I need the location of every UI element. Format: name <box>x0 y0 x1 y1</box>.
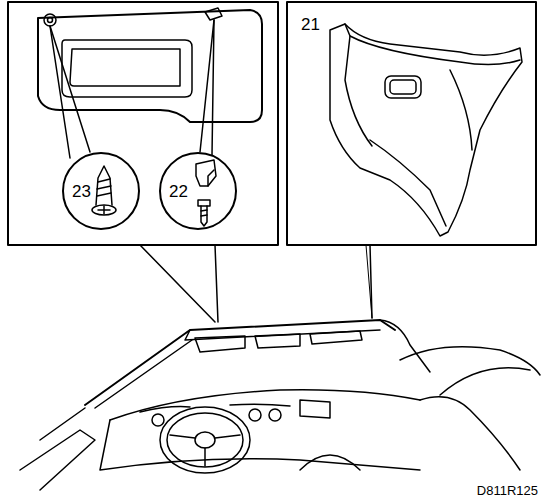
visor-clip <box>205 8 222 20</box>
callout-circle: 23 <box>62 152 140 230</box>
sun-visor <box>38 10 262 122</box>
clip-and-screw <box>196 160 216 226</box>
detail-panel: 21 <box>287 2 536 245</box>
visor-bracket <box>330 24 522 236</box>
callout-number: 21 <box>301 16 320 33</box>
visor-pivot <box>44 14 56 26</box>
callout-circle: 22 <box>159 152 237 230</box>
detail-panel <box>8 2 278 245</box>
convertible-interior <box>20 320 540 490</box>
screw <box>92 166 116 215</box>
vanity-mirror <box>62 40 192 97</box>
leader-line <box>215 245 218 322</box>
detail-panel <box>287 2 536 245</box>
leader-line <box>50 26 90 152</box>
figure-code: D811R125 <box>477 484 538 497</box>
callout-number: 22 <box>169 183 188 200</box>
leader-line <box>212 20 214 155</box>
callout-number: 23 <box>72 183 91 200</box>
leader-line <box>50 26 70 158</box>
leader-line <box>140 245 215 322</box>
mirror-glass <box>70 49 180 86</box>
